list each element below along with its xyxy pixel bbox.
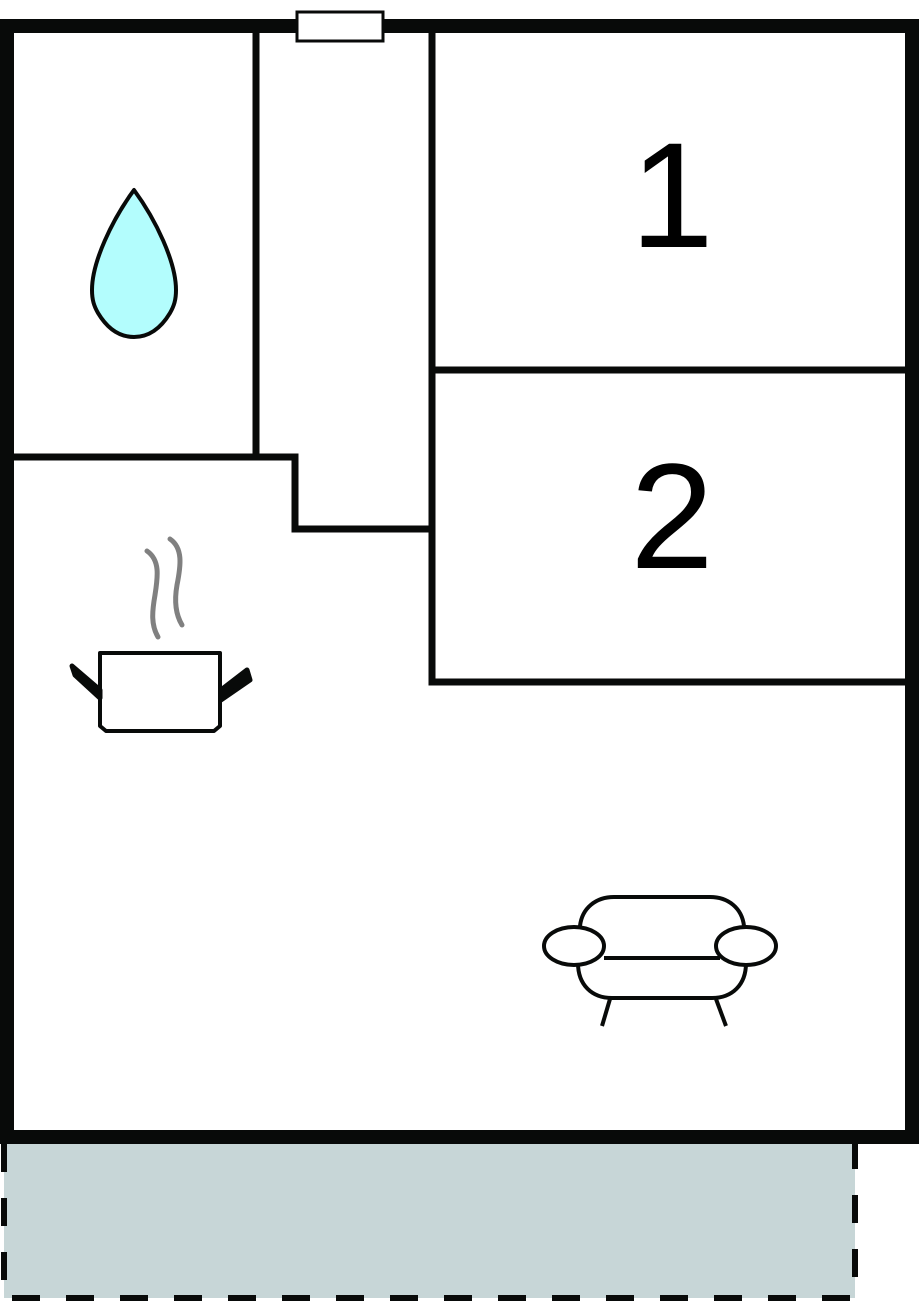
room-label-1: 1 bbox=[630, 111, 713, 279]
window-icon bbox=[295, 10, 385, 43]
water-drop-icon bbox=[90, 188, 178, 339]
room-label-2: 2 bbox=[630, 432, 713, 600]
sofa-icon bbox=[542, 895, 778, 1027]
outer-wall bbox=[0, 19, 919, 1144]
interior-walls bbox=[10, 29, 909, 686]
cooking-pot-icon bbox=[69, 536, 253, 733]
terrace bbox=[1, 1144, 858, 1301]
